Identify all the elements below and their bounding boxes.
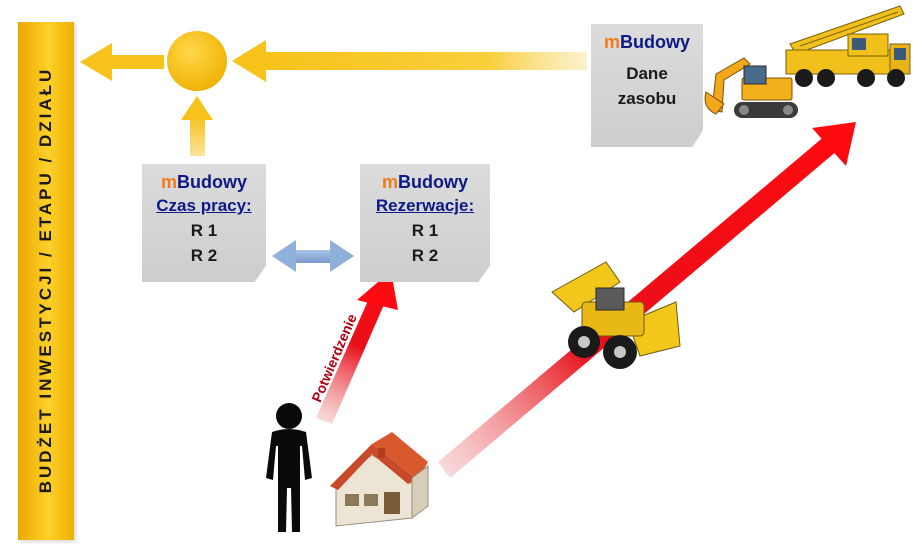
card-rezerwacje: mBudowy Rezerwacje: R 1 R 2 — [360, 164, 490, 282]
card-dane-zasobu: mBudowy Dane zasobu — [591, 24, 703, 147]
red-confirmation-arrow — [316, 271, 398, 424]
loader-icon — [551, 261, 681, 369]
card-heading: Rezerwacje: — [375, 196, 475, 215]
card-brand: mBudowy — [160, 172, 247, 192]
excavator-icon — [704, 57, 798, 118]
card-line-r1: R 1 — [411, 221, 439, 240]
card-line-zasobu: zasobu — [617, 89, 677, 108]
crane-truck-icon — [785, 5, 911, 87]
card-line-r2: R 2 — [411, 246, 439, 265]
red-diagonal-arrow — [438, 122, 856, 478]
yellow-arrow-to-circle — [232, 40, 587, 82]
yellow-arrow-up-to-circle — [181, 96, 213, 156]
card-brand: mBudowy — [603, 32, 690, 52]
card-heading: Czas pracy: — [156, 196, 252, 215]
card-czas-pracy: mBudowy Czas pracy: R 1 R 2 — [142, 164, 266, 282]
card-line-r1: R 1 — [190, 221, 218, 240]
yellow-arrow-to-budget — [80, 43, 164, 81]
card-line-dane: Dane — [626, 64, 668, 83]
yellow-junction-circle — [167, 31, 227, 91]
blue-double-arrow — [272, 240, 354, 272]
person-icon — [266, 403, 312, 532]
card-brand: mBudowy — [381, 172, 468, 192]
card-line-r2: R 2 — [190, 246, 218, 265]
house-icon — [330, 432, 429, 527]
budget-bar — [18, 22, 74, 540]
